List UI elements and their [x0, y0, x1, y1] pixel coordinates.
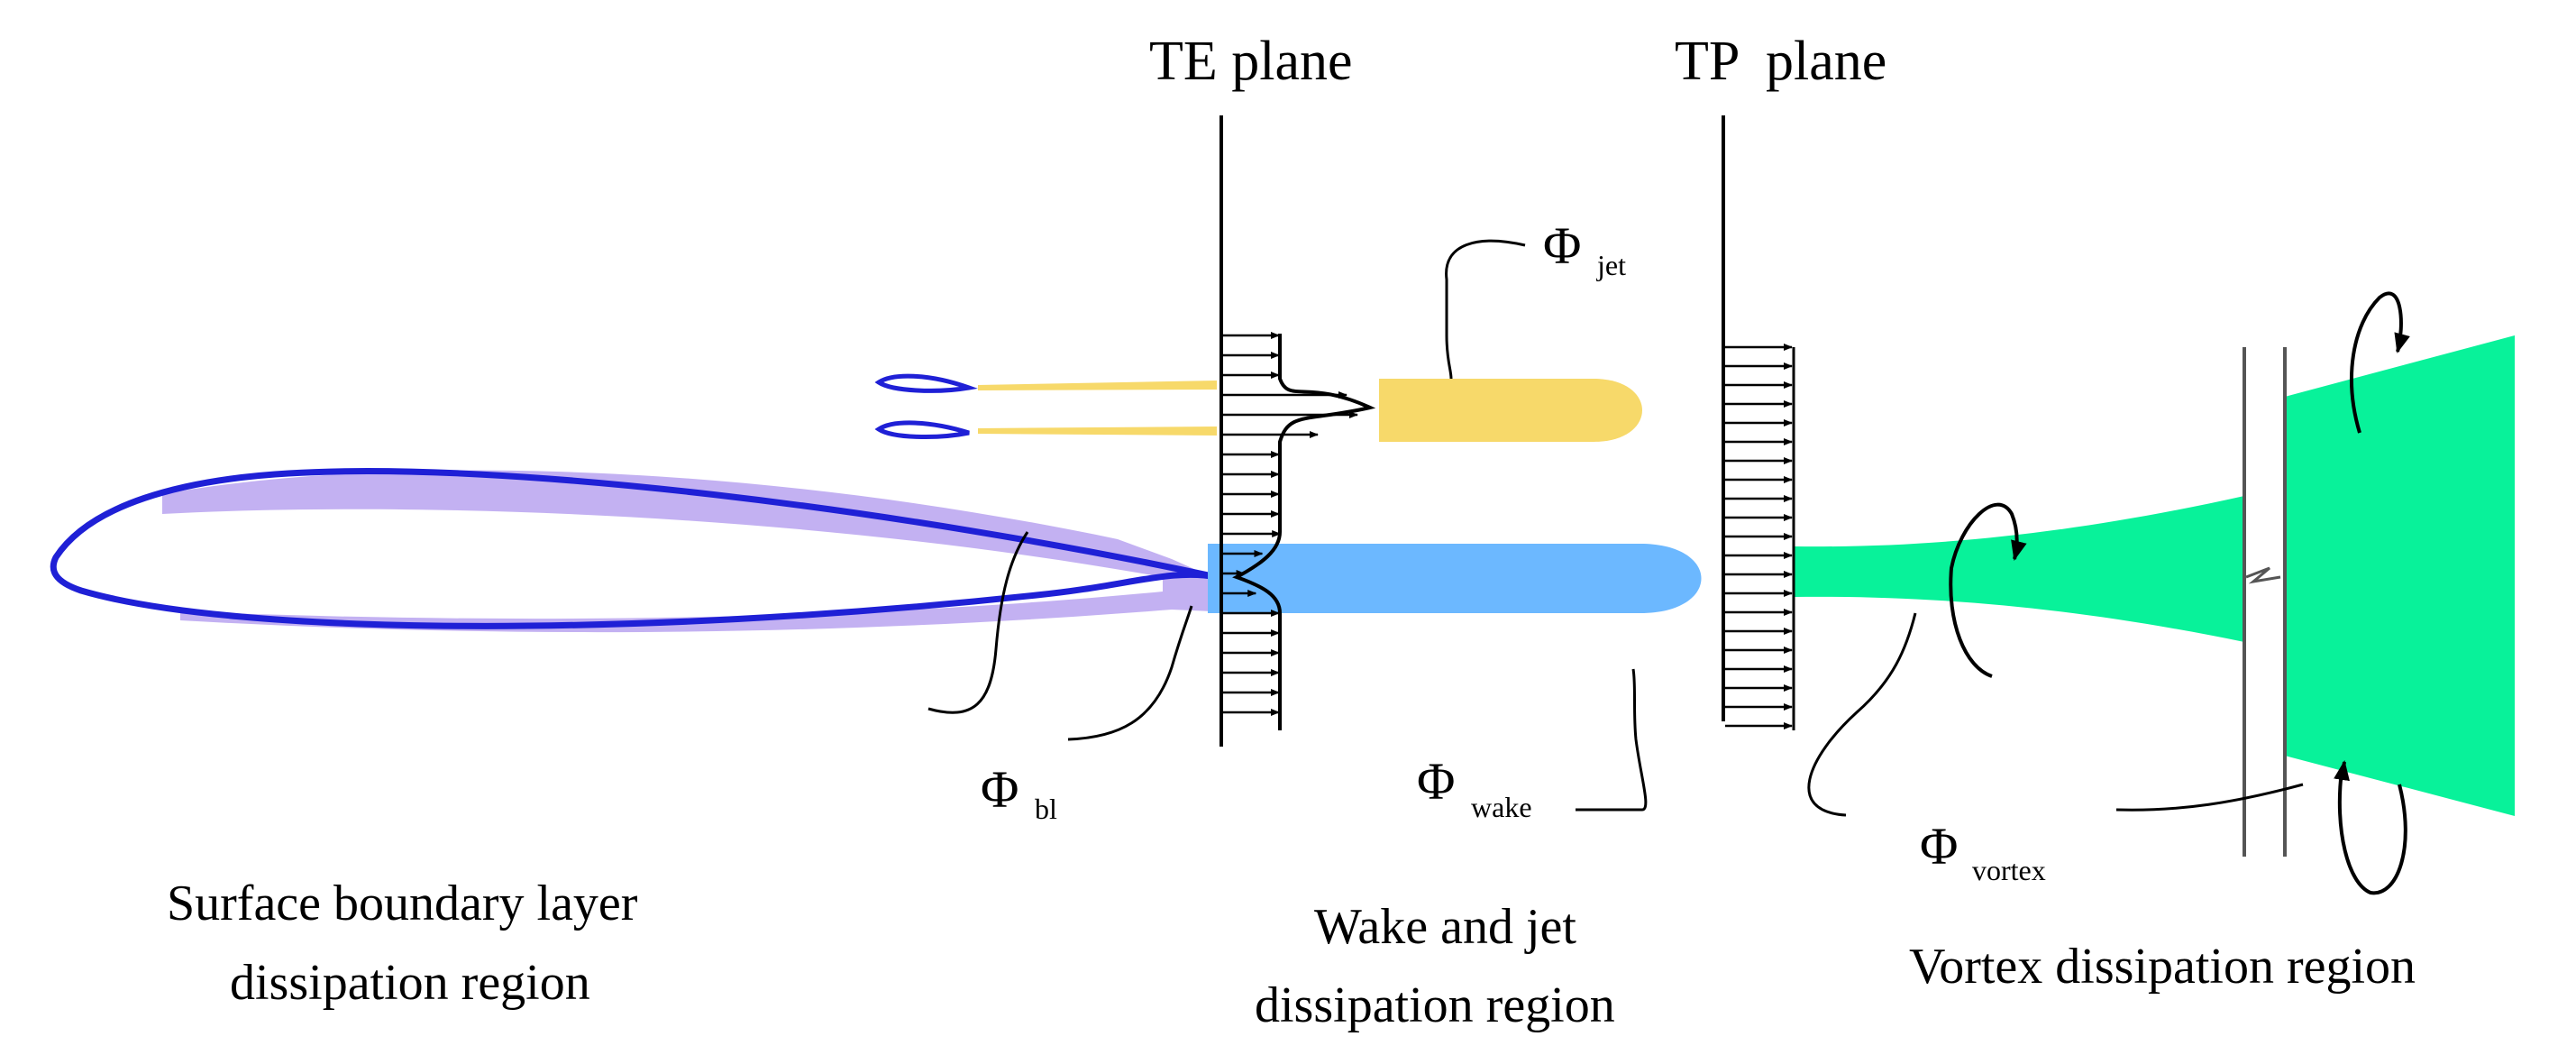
- vortex-plume: [1794, 496, 2244, 642]
- phi-jet-symbol: Φ: [1543, 216, 1581, 275]
- jet-streak-upper: [978, 381, 1217, 390]
- rotation-arrow-vortex-mid: [1949, 502, 2027, 678]
- phi-vortex-symbol: Φ: [1920, 817, 1958, 876]
- leader-wake: [1576, 668, 1648, 812]
- leader-bl-lower: [1067, 605, 1193, 741]
- phi-wake-symbol: Φ: [1417, 752, 1455, 811]
- phi-wake-subscript: wake: [1471, 791, 1532, 823]
- wake-plume: [1208, 544, 1702, 613]
- wake-region-line2: dissipation region: [1255, 977, 1615, 1033]
- boundary-layer-band: [162, 470, 1212, 633]
- te-profile-curve: [1232, 334, 1376, 730]
- flap-airfoil-lower: [874, 420, 970, 439]
- phi-jet-subscript: jet: [1596, 249, 1626, 281]
- surface-region-line2: dissipation region: [230, 955, 590, 1011]
- rotation-arrow-vortex-top: [2350, 291, 2410, 434]
- main-airfoil: [50, 468, 1218, 629]
- phi-vortex-subscript: vortex: [1972, 854, 2046, 886]
- rotation-arrow-vortex-bottom: [2337, 770, 2407, 895]
- wake-region-line1: Wake and jet: [1314, 899, 1576, 955]
- vortex-section-lines: [2243, 347, 2287, 857]
- leader-bl-upper: [927, 531, 1029, 714]
- phi-bl-subscript: bl: [1035, 793, 1057, 825]
- leader-jet: [1445, 239, 1526, 380]
- leader-vortex-right: [2115, 783, 2304, 812]
- tp-velocity-profile: [1725, 344, 1793, 729]
- vortex-plane: [2285, 335, 2515, 816]
- jet-streak-lower: [978, 427, 1217, 436]
- tp-plane-label: TP plane: [1675, 31, 1886, 92]
- flap-airfoil-upper: [874, 373, 978, 393]
- leader-vortex-left: [1807, 612, 1917, 817]
- te-velocity-profile: [1223, 332, 1358, 716]
- jet-plume: [1379, 379, 1642, 442]
- te-plane-label: TE plane: [1149, 31, 1353, 92]
- vortex-region-label: Vortex dissipation region: [1909, 939, 2416, 995]
- phi-bl-symbol: Φ: [981, 760, 1019, 819]
- rotation-arrow-vortex-bottom-head: [2334, 760, 2350, 782]
- surface-region-line1: Surface boundary layer: [167, 876, 638, 931]
